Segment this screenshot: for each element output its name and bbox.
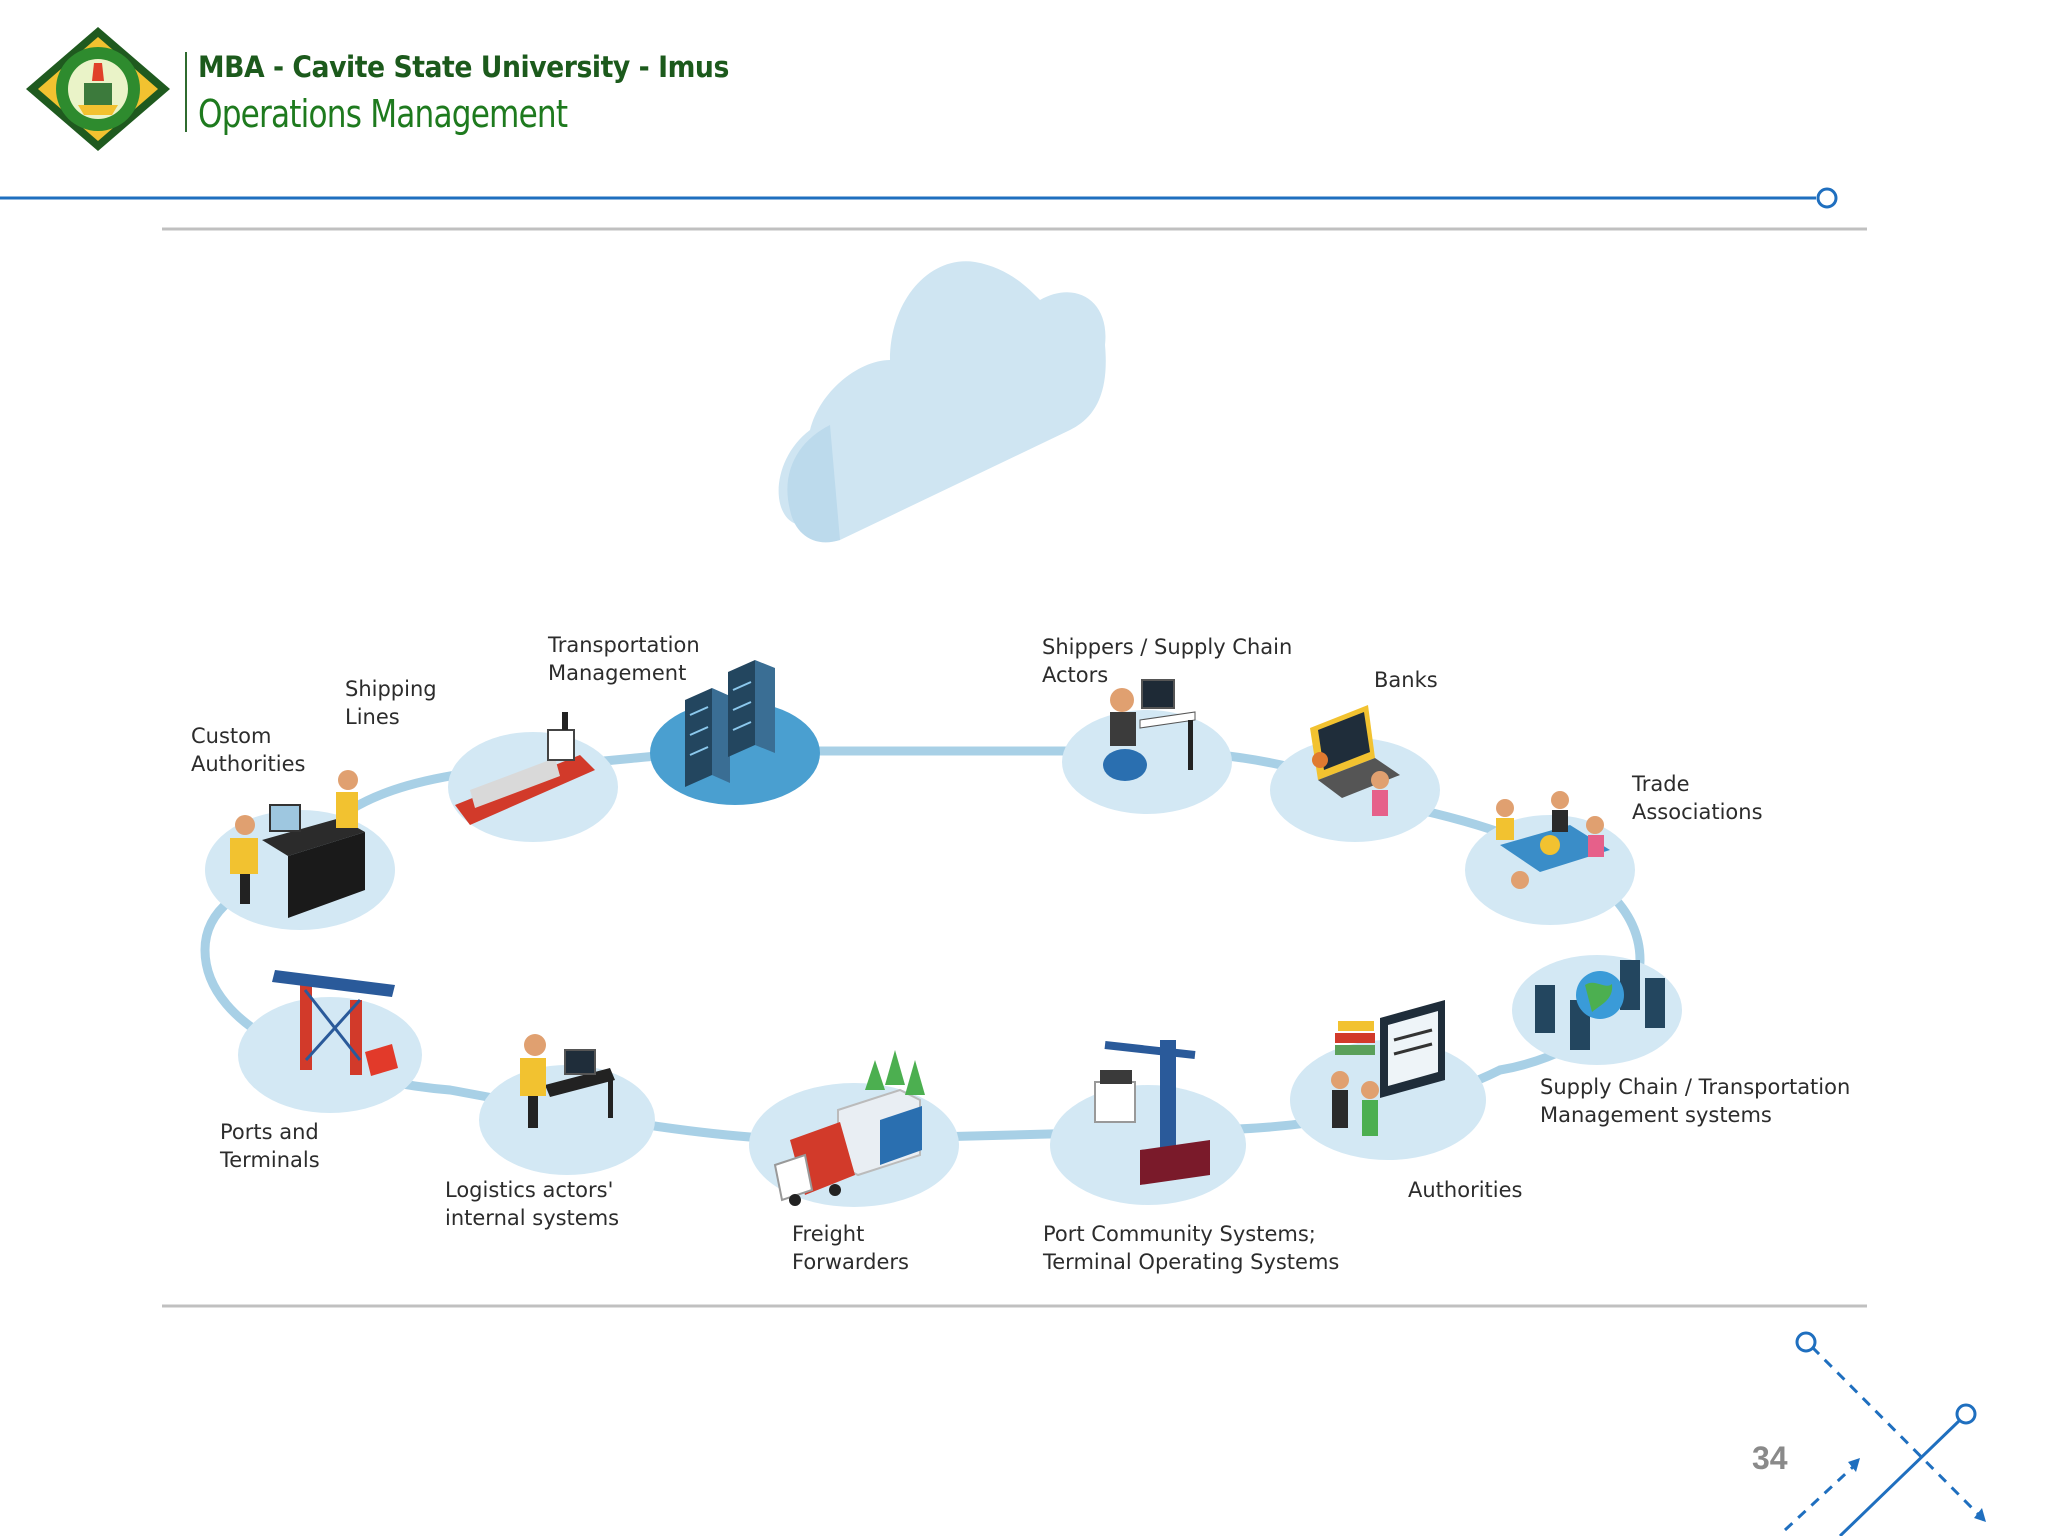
server-towers-icon bbox=[685, 660, 775, 787]
label-supply-chain-systems: Supply Chain / Transportation Management… bbox=[1540, 1075, 1851, 1127]
label-banks: Banks bbox=[1374, 668, 1438, 692]
meeting-table-icon bbox=[1496, 791, 1610, 889]
label-transportation-management: Transportation Management bbox=[548, 633, 700, 685]
truck-warehouse-icon bbox=[773, 1050, 925, 1206]
cargo-ship-icon bbox=[455, 712, 595, 825]
laptop-finance-icon bbox=[1310, 705, 1400, 816]
label-freight-forwarders: Freight Forwarders bbox=[792, 1222, 909, 1274]
corner-decoration-icon bbox=[1783, 1331, 1988, 1536]
node-disc-pcs bbox=[1050, 1085, 1246, 1205]
label-logistics-actors: Logistics actors' internal systems bbox=[445, 1178, 620, 1230]
label-authorities: Authorities bbox=[1408, 1178, 1523, 1202]
documents-monitor-icon bbox=[1331, 1000, 1445, 1136]
course-title: Operations Management bbox=[198, 92, 568, 136]
cloud-icon bbox=[778, 261, 1106, 543]
gantry-crane-icon bbox=[272, 970, 398, 1076]
label-port-community-systems: Port Community Systems; Terminal Operati… bbox=[1043, 1222, 1340, 1274]
globe-servers-icon bbox=[1535, 960, 1665, 1050]
page-number: 34 bbox=[1752, 1440, 1788, 1476]
workstation-person-icon bbox=[1103, 679, 1196, 781]
office-worker-icon bbox=[520, 1034, 615, 1128]
label-shippers: Shippers / Supply Chain Actors bbox=[1042, 635, 1293, 687]
port-crane-icon bbox=[1094, 1040, 1210, 1185]
node-disc-ports bbox=[238, 997, 422, 1113]
label-trade-associations: Trade Associations bbox=[1632, 772, 1763, 824]
header-line-end-icon bbox=[1816, 187, 1838, 209]
institution-name: MBA - Cavite State University - Imus bbox=[198, 50, 729, 84]
header-divider bbox=[185, 52, 187, 132]
customs-desk-icon bbox=[230, 770, 365, 918]
label-ports-terminals: Ports and Terminals bbox=[220, 1120, 320, 1172]
label-shipping-lines: Shipping Lines bbox=[345, 677, 437, 729]
label-custom-authorities: Custom Authorities bbox=[191, 724, 306, 776]
